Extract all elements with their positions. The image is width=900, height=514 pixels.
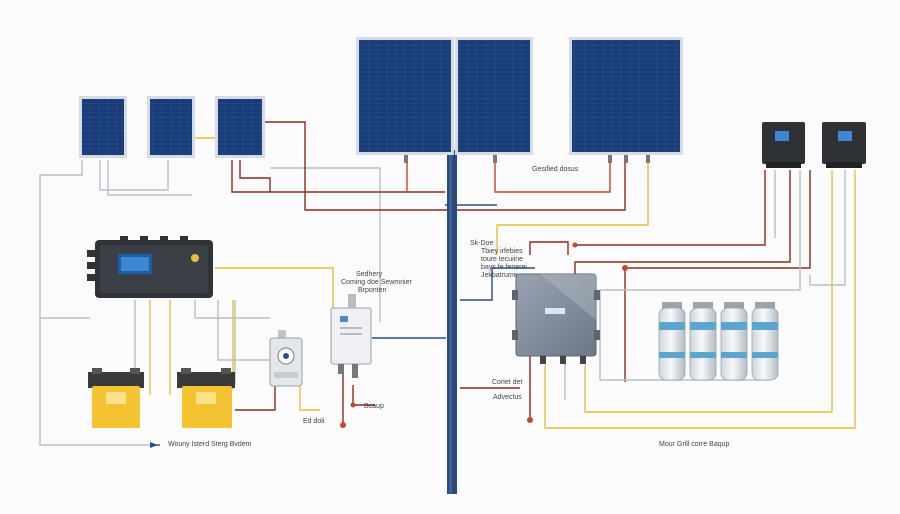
solar-panel-icon [455,37,533,155]
controller-label-2: Coming doe Sewmnier [341,279,412,286]
wire-red [352,385,375,406]
mounting-pole-icon [447,150,457,494]
battery-system-label: Wouny Isterd Sterg Bvdem [168,441,252,448]
arrow-icon [150,442,158,448]
wire-red [239,160,271,192]
battery-icon [177,368,235,428]
wire-yellow [584,170,833,413]
junction-label-1: Sk-Doe [470,240,494,247]
wire-red [235,350,276,411]
solar-panel-icon [569,37,683,155]
connection-dot [340,422,346,428]
wire-gray [107,160,192,196]
gas-cylinder-icon [720,302,748,381]
battery-icon [88,368,144,428]
wire-red [494,158,611,193]
connection-dot [527,417,533,423]
wire-red [624,170,811,382]
wire-gray [39,160,150,446]
wire-gray [194,300,270,319]
solar-array-top [356,37,683,163]
wire-yellow [544,170,856,429]
combiner-label: Gesified dosus [532,166,579,173]
wire-gray [99,160,169,191]
grid-backup-label: Mour Grill corre Baqup [659,441,730,448]
solar-panel-icon [356,37,454,155]
connection-dots [340,242,628,428]
connection-dot [572,242,578,248]
solar-panel-icon [147,96,195,158]
gas-cylinder-icon [658,302,686,381]
grid-label-2: Advectus [493,394,522,401]
gas-cylinder-icon [751,302,779,381]
junction-label-2: Tbiey irfebies [481,248,523,255]
charge-controller-icon [822,122,866,168]
wire-red [231,160,445,193]
wire-gray [270,167,381,322]
solar-array-left [79,96,265,158]
wire-red [575,170,766,246]
wire-red [529,241,569,255]
gas-cylinder-icon [689,302,717,381]
grid-label-1: Coriet det [492,379,523,386]
junction-label-4: bays fe fenerei [481,264,527,271]
controller-label-3: Brponten [358,287,387,294]
wire-yellow [496,158,649,255]
connection-dot [622,265,628,271]
breaker-label: Bcaup [364,403,384,410]
wire-yellow [299,380,320,411]
junction-box-icon [512,273,600,364]
wire-gray [809,170,846,286]
controller-label-1: Sedhery [356,271,383,278]
junction-label-5: Jekbatrume [481,272,518,279]
solar-panel-icon [215,96,265,158]
charge-controller-icon [762,122,805,168]
junction-label-3: toure tecuiine [481,256,524,263]
wire-red [265,121,626,211]
inverter-icon [87,236,213,298]
wire-gray [217,300,270,361]
charge-controller-icon [330,294,372,378]
meter-label: Ed doli [303,418,325,425]
wire-red [574,170,791,276]
wire-blue [460,267,535,301]
solar-panel-icon [79,96,127,158]
connection-dot [350,402,356,408]
meter-icon [269,330,303,387]
gas-cylinders [658,302,779,381]
